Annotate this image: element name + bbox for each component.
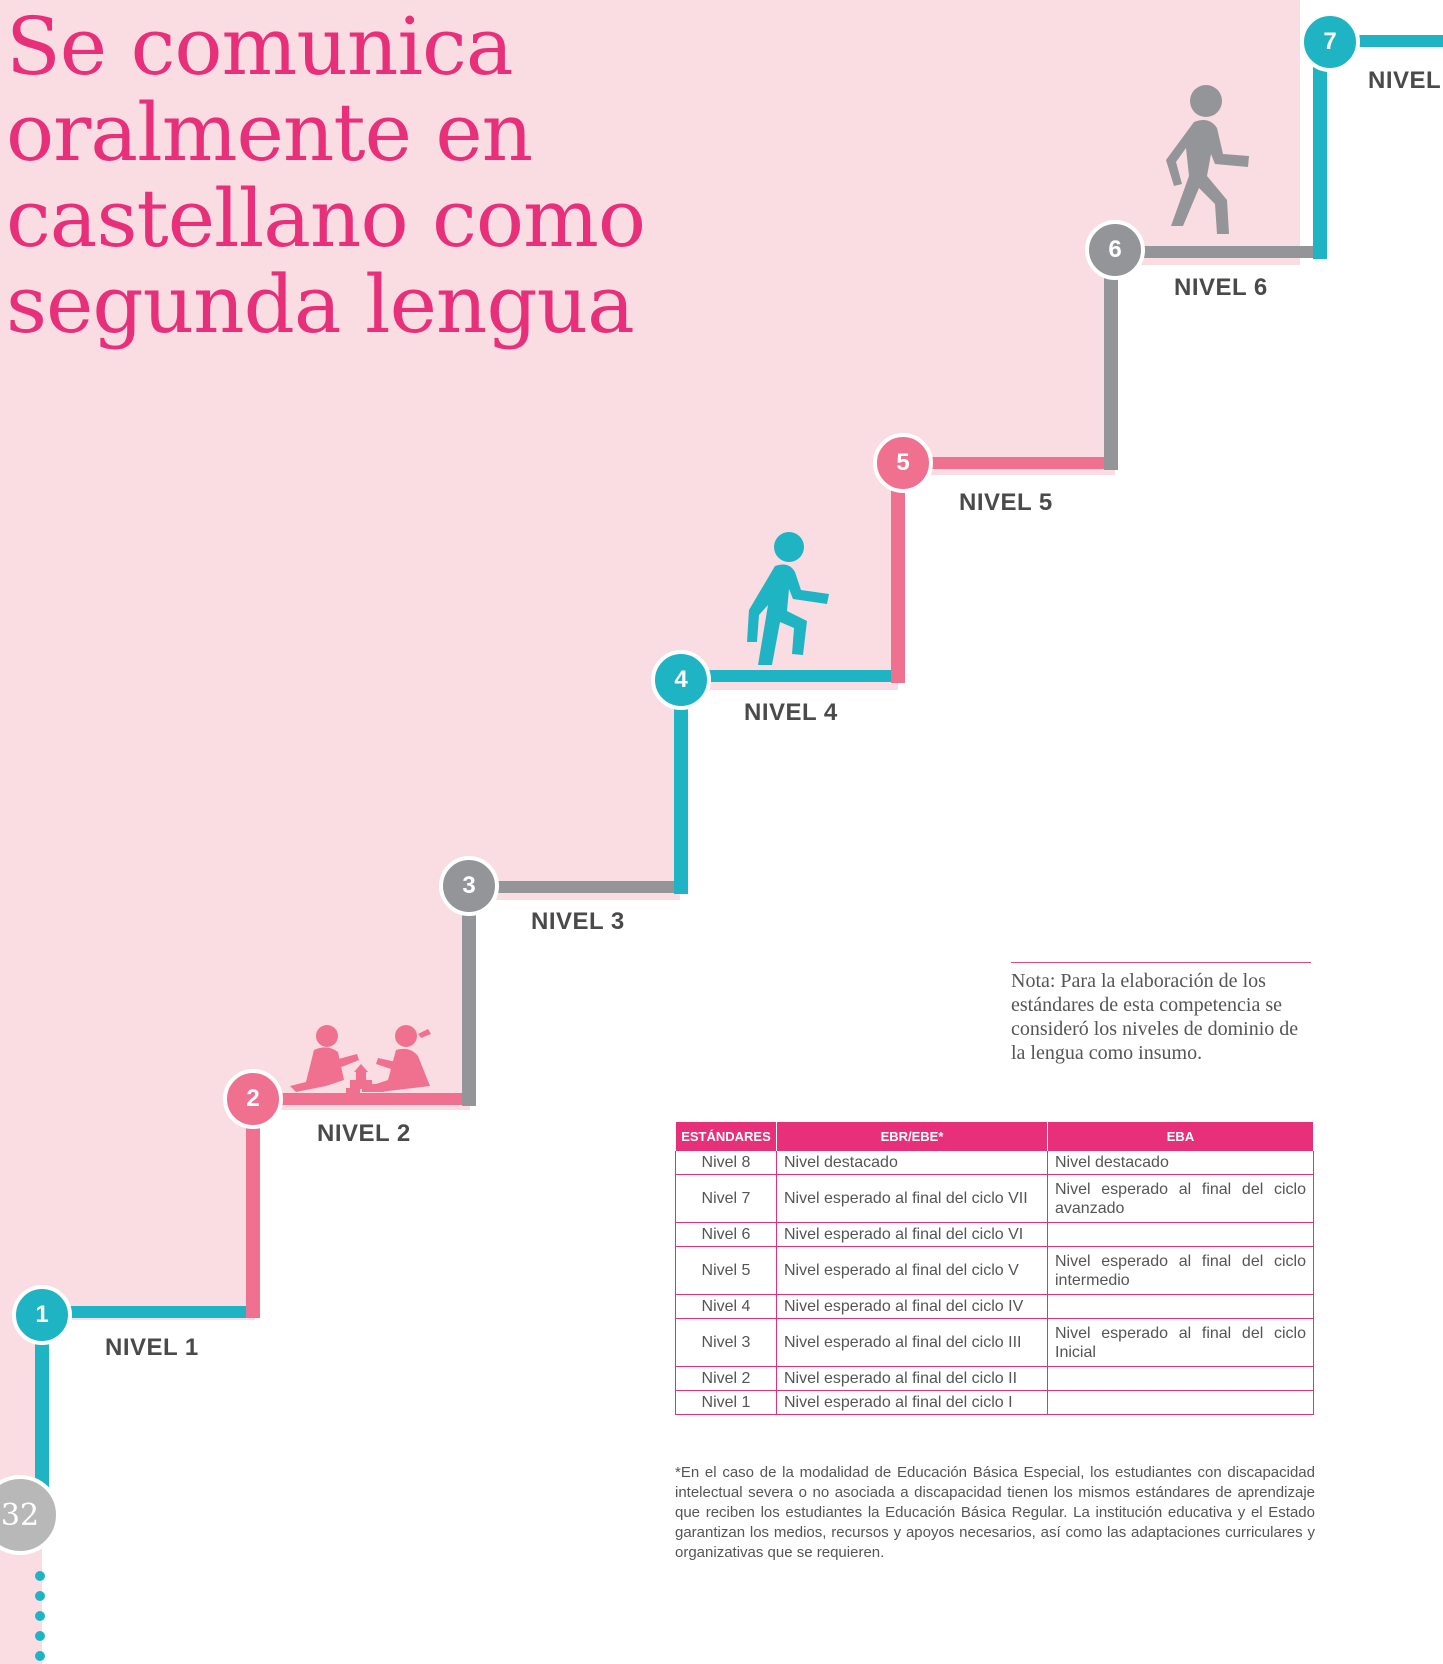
standard-cell: Nivel 6 bbox=[675, 1222, 777, 1247]
ebr-cell: Nivel esperado al final del ciclo IV bbox=[776, 1294, 1048, 1319]
ebr-cell: Nivel esperado al final del ciclo VII bbox=[776, 1174, 1048, 1223]
eba-cell: Nivel destacado bbox=[1047, 1150, 1314, 1175]
ebr-cell: Nivel esperado al final del ciclo VI bbox=[776, 1222, 1048, 1247]
header-ebr-ebe: EBR/EBE* bbox=[776, 1121, 1048, 1151]
eba-cell: Nivel esperado al final del ciclo avanza… bbox=[1047, 1174, 1314, 1223]
level-4-label: NIVEL 4 bbox=[744, 699, 838, 726]
header-eba: EBA bbox=[1047, 1121, 1314, 1151]
page-title: Se comunica oralmente en castellano como… bbox=[6, 0, 646, 351]
eba-cell bbox=[1047, 1366, 1314, 1391]
eba-cell: Nivel esperado al final del ciclo interm… bbox=[1047, 1246, 1314, 1295]
ebr-cell: Nivel esperado al final del ciclo I bbox=[776, 1390, 1048, 1415]
footnote-text: *En el caso de la modalidad de Educación… bbox=[675, 1464, 1315, 1561]
standard-cell: Nivel 5 bbox=[675, 1246, 777, 1295]
standard-cell: Nivel 8 bbox=[675, 1150, 777, 1175]
level-2-label: NIVEL 2 bbox=[317, 1120, 411, 1147]
eba-cell bbox=[1047, 1294, 1314, 1319]
level-1-badge: 1 bbox=[12, 1285, 72, 1345]
walking-person-teal-icon bbox=[747, 532, 829, 665]
level-6-badge: 6 bbox=[1085, 220, 1145, 280]
ebr-cell: Nivel esperado al final del ciclo V bbox=[776, 1246, 1048, 1295]
level-1-label: NIVEL 1 bbox=[105, 1334, 199, 1361]
level-5-badge: 5 bbox=[873, 433, 933, 493]
table-header-row: ESTÁNDARES EBR/EBE* EBA bbox=[675, 1121, 1314, 1151]
level-7-badge: 7 bbox=[1300, 12, 1360, 72]
level-7-label: NIVEL bbox=[1368, 67, 1442, 94]
ebr-cell: Nivel esperado al final del ciclo II bbox=[776, 1366, 1048, 1391]
level-3-badge: 3 bbox=[439, 856, 499, 916]
level-6-label: NIVEL 6 bbox=[1174, 274, 1268, 301]
eba-cell bbox=[1047, 1222, 1314, 1247]
header-standards: ESTÁNDARES bbox=[675, 1121, 777, 1151]
level-2-badge: 2 bbox=[223, 1069, 283, 1129]
children-playing-icon bbox=[290, 1025, 431, 1094]
standard-cell: Nivel 1 bbox=[675, 1390, 777, 1415]
dotted-connector bbox=[35, 1571, 45, 1661]
standard-cell: Nivel 4 bbox=[675, 1294, 777, 1319]
standard-cell: Nivel 7 bbox=[675, 1174, 777, 1223]
standard-cell: Nivel 2 bbox=[675, 1366, 777, 1391]
level-4-badge: 4 bbox=[651, 650, 711, 710]
note-text: Nota: Para la elaboración de los estánda… bbox=[1011, 962, 1311, 1065]
ebr-cell: Nivel destacado bbox=[776, 1150, 1048, 1175]
ebr-cell: Nivel esperado al final del ciclo III bbox=[776, 1318, 1048, 1367]
walking-person-gray-icon bbox=[1166, 85, 1249, 234]
level-3-label: NIVEL 3 bbox=[531, 908, 625, 935]
level-5-label: NIVEL 5 bbox=[959, 489, 1053, 516]
eba-cell bbox=[1047, 1390, 1314, 1415]
standard-cell: Nivel 3 bbox=[675, 1318, 777, 1367]
eba-cell: Nivel esperado al final del ciclo Inicia… bbox=[1047, 1318, 1314, 1367]
